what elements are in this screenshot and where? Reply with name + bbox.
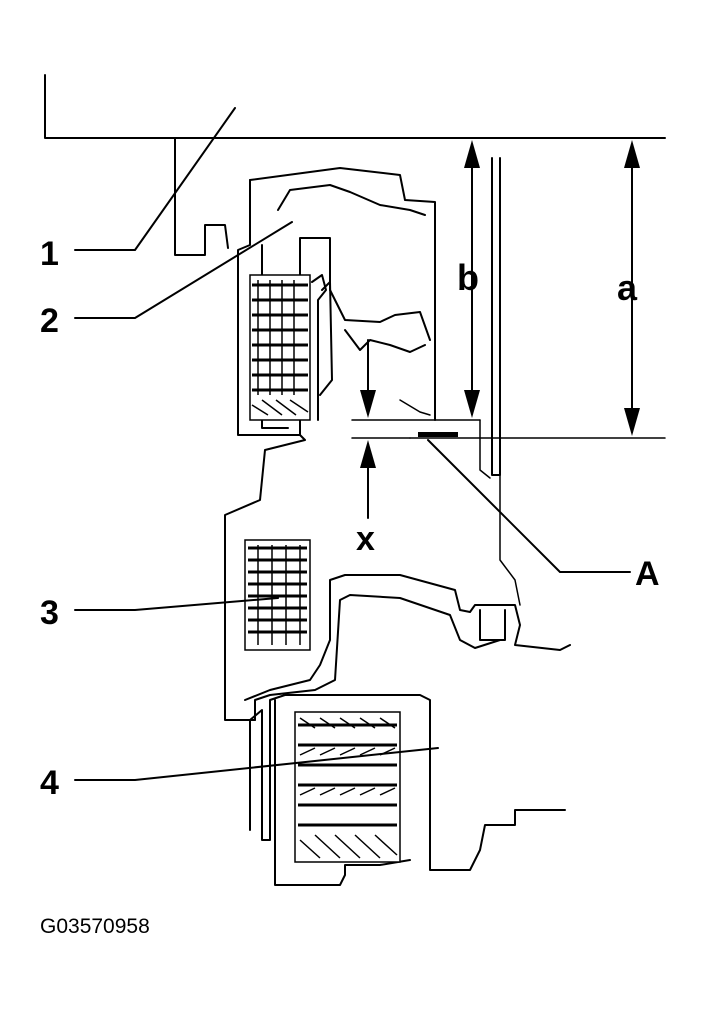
callout-1: 1 xyxy=(40,235,59,273)
dimension-label-x: x xyxy=(356,520,375,558)
measurement-lines xyxy=(351,419,491,479)
upper-clutch-pack xyxy=(249,274,333,421)
lower-clutch-pack xyxy=(294,711,401,863)
callout-A: A xyxy=(635,555,660,593)
callout-3: 3 xyxy=(40,594,59,632)
callout-4: 4 xyxy=(40,764,59,802)
dimension-label-b: b xyxy=(457,257,479,298)
dimension-b xyxy=(464,140,480,418)
dimension-a xyxy=(624,140,640,436)
figure-id: G03570958 xyxy=(40,915,150,938)
clutch-drum xyxy=(244,469,571,886)
transmission-case xyxy=(44,74,666,476)
callout-2: 2 xyxy=(40,302,59,340)
dimension-label-a: a xyxy=(617,267,638,308)
dimension-x xyxy=(360,339,376,519)
leader-lines xyxy=(74,107,631,781)
middle-clutch-pack xyxy=(244,539,311,651)
